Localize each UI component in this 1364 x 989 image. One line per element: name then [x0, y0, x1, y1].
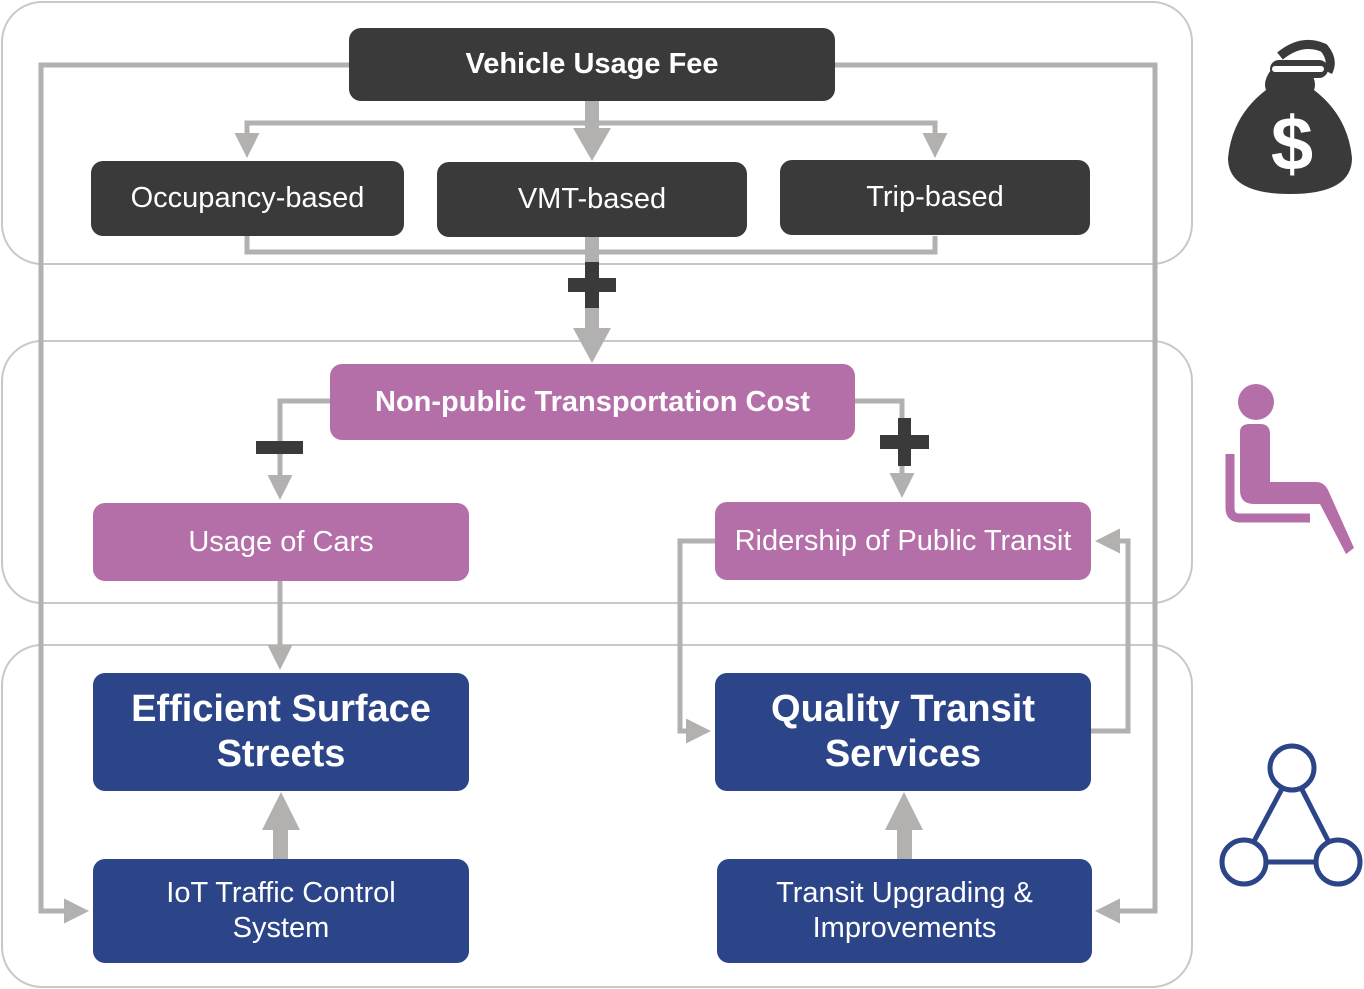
occupancy-based-box: Occupancy-based	[91, 161, 404, 236]
main-arrow-iot-head	[262, 792, 300, 830]
arrow-fee-to-upgrading	[835, 62, 1158, 924]
occupancy-based-label: Occupancy-based	[130, 182, 365, 214]
main-arrow-cost-head	[573, 328, 611, 363]
main-arrow-upgrading-shaft	[897, 826, 912, 859]
quality-transit-services-label: Quality Transit Services	[771, 688, 1035, 775]
iot-traffic-control-box: IoT Traffic Control System	[93, 859, 469, 963]
minus-sign-cost-to-cars	[256, 441, 303, 454]
vmt-based-label: VMT-based	[517, 183, 667, 215]
trip-based-label: Trip-based	[866, 181, 1004, 213]
transit-upgrading-label: Transit Upgrading & Improvements	[776, 877, 1033, 944]
usage-of-cars-label: Usage of Cars	[188, 525, 374, 558]
efficient-surface-streets-label: Efficient Surface Streets	[131, 688, 431, 775]
main-arrow-iot-shaft	[273, 826, 288, 859]
network-triangle-icon	[1219, 743, 1363, 887]
transit-upgrading-box: Transit Upgrading & Improvements	[717, 859, 1092, 963]
arrow-cost-to-cars	[267, 398, 330, 500]
ridership-public-transit-box: Ridership of Public Transit	[715, 502, 1091, 580]
main-arrow-fee-shaft	[585, 101, 599, 132]
vehicle-usage-fee-label: Vehicle Usage Fee	[465, 48, 719, 80]
arrow-fee-to-occupancy	[234, 120, 592, 158]
arrow-transit-to-ridership	[1091, 528, 1131, 734]
quality-transit-services-box: Quality Transit Services	[715, 673, 1091, 791]
arrow-ridership-to-transit	[677, 538, 715, 744]
efficient-surface-streets-box: Efficient Surface Streets	[93, 673, 469, 791]
money-bag-icon: $	[1228, 39, 1352, 194]
svg-text:$: $	[1271, 102, 1313, 187]
vehicle-usage-fee-box: Vehicle Usage Fee	[349, 28, 835, 101]
panel-infrastructure	[1, 644, 1193, 988]
arrow-fee-to-trip	[592, 120, 948, 158]
main-arrow-upgrading-head	[885, 792, 923, 830]
non-public-cost-label: Non-public Transportation Cost	[375, 385, 810, 418]
arrow-fee-to-iot	[38, 62, 349, 924]
ridership-public-transit-label: Ridership of Public Transit	[734, 524, 1072, 557]
non-public-cost-box: Non-public Transportation Cost	[330, 364, 855, 440]
trip-based-box: Trip-based	[780, 160, 1090, 235]
seated-person-icon	[1225, 384, 1354, 554]
plus-sign-cost-to-ridership	[880, 418, 929, 466]
vmt-based-box: VMT-based	[437, 162, 747, 237]
plus-sign-fee-to-cost	[568, 262, 616, 308]
iot-traffic-control-label: IoT Traffic Control System	[166, 877, 396, 944]
usage-of-cars-box: Usage of Cars	[93, 503, 469, 581]
main-arrow-fee-head	[573, 128, 611, 161]
